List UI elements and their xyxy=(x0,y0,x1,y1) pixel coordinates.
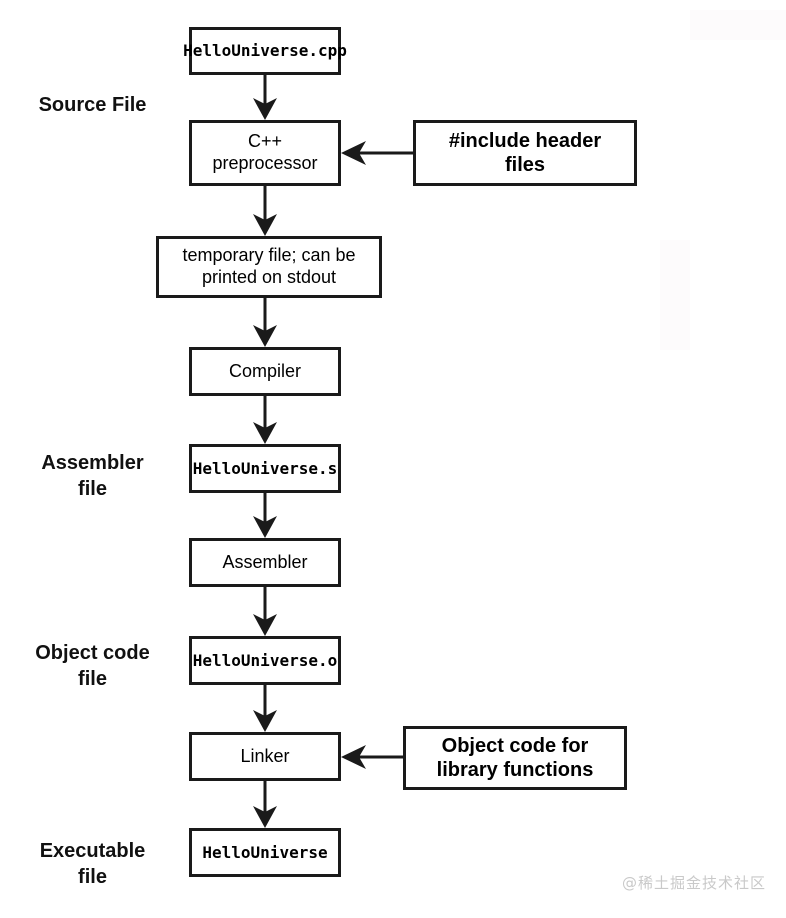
node-temporary-file[interactable]: temporary file; can be printed on stdout xyxy=(156,236,382,298)
node-object-file[interactable]: HelloUniverse.o xyxy=(189,636,341,685)
label-executable-file: Executable file xyxy=(39,840,146,888)
watermark: @稀土掘金技术社区 xyxy=(622,874,767,892)
node-compiler[interactable]: Compiler xyxy=(189,347,341,396)
node-linker[interactable]: Linker xyxy=(189,732,341,781)
node-preprocessor[interactable]: C++ preprocessor xyxy=(189,120,341,186)
label-assembler-file: Assembler file xyxy=(41,452,144,500)
node-assembler-source[interactable]: HelloUniverse.s xyxy=(189,444,341,493)
node-include-header-files[interactable]: #include header files xyxy=(413,120,637,186)
label-source-file: Source File xyxy=(38,94,147,116)
node-executable[interactable]: HelloUniverse xyxy=(189,828,341,877)
node-assembler[interactable]: Assembler xyxy=(189,538,341,587)
node-source-cpp[interactable]: HelloUniverse.cpp xyxy=(183,27,347,75)
node-library-object-code[interactable]: Object code for library functions xyxy=(403,726,627,790)
label-object-code-file: Object code file xyxy=(35,642,150,690)
